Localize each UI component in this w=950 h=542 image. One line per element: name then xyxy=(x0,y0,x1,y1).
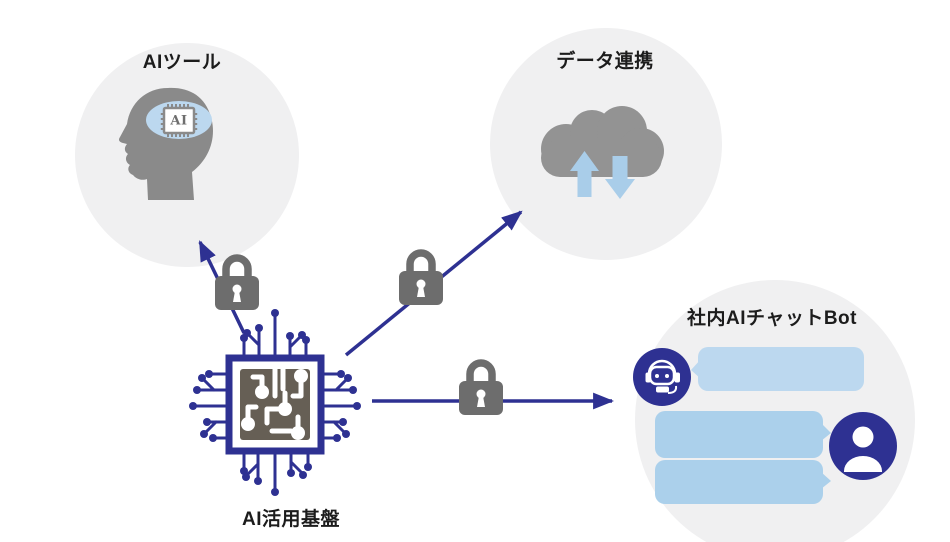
head-with-ai-chip-icon: AI xyxy=(119,87,213,200)
download-arrow-icon xyxy=(605,156,635,199)
padlock-icon xyxy=(215,258,259,310)
chat-conversation xyxy=(633,347,897,504)
ai-chip-in-brain: AI xyxy=(160,104,198,137)
user-message-bubble xyxy=(655,460,831,504)
user-avatar-icon xyxy=(829,412,897,480)
padlock-icon xyxy=(399,253,443,305)
chip-traces xyxy=(194,314,356,491)
cloud-sync-icon xyxy=(541,106,664,199)
bot-message-bubble xyxy=(691,347,864,391)
chip-ai-text: AI xyxy=(169,114,187,129)
ai-platform-label: AI活用基盤 xyxy=(241,509,341,530)
data-link-label: データ連携 xyxy=(556,51,654,72)
bot-avatar-icon xyxy=(633,348,691,406)
chip-circuit xyxy=(241,366,308,440)
upload-arrow-icon xyxy=(570,151,599,197)
user-message-bubble xyxy=(655,411,831,458)
cloud-shape xyxy=(541,106,664,177)
padlock-icon xyxy=(459,363,503,415)
cpu-chip-icon xyxy=(189,309,361,496)
ai-tool-label: AIツール xyxy=(142,52,222,73)
chip-trace-dots xyxy=(189,309,361,496)
chat-bot-label: 社内AIチャットBot xyxy=(687,308,857,329)
